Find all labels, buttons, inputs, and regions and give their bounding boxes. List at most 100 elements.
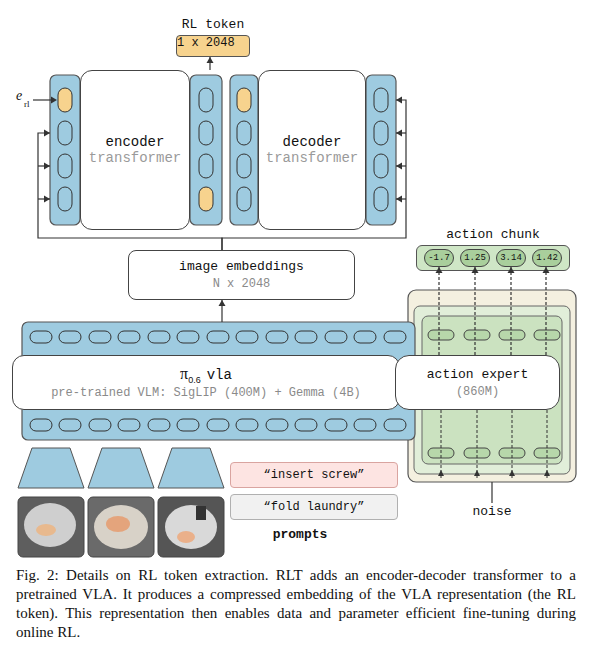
action-value: 1.25 [460, 249, 490, 267]
token-pill [374, 187, 388, 211]
camera-image-detail [36, 524, 56, 536]
action-value: -1.7 [424, 249, 454, 267]
action-value: 1.42 [532, 249, 562, 267]
model-title: π [180, 365, 188, 383]
arrow-head [396, 97, 402, 104]
camera-image [18, 497, 84, 557]
layer-pill [354, 419, 376, 431]
denoise-path [512, 410, 513, 478]
token-pill [58, 154, 72, 178]
layer-pill [118, 331, 140, 343]
camera-image-detail [106, 516, 130, 532]
layer-pill [428, 330, 454, 340]
layer-pill [266, 331, 288, 343]
denoise-path [441, 410, 442, 478]
node-text: image embeddings [179, 259, 304, 274]
transformer-body: encodertransformer [80, 70, 190, 230]
input-wire [33, 99, 52, 100]
chunk-bar: action chunk-1.71.253.141.42 [416, 245, 570, 271]
layer-pill [148, 419, 170, 431]
layer-pill [207, 419, 229, 431]
layer-pill [534, 330, 560, 340]
camera-image-detail [24, 503, 76, 547]
token-pill [237, 121, 251, 145]
layer-pill [325, 419, 347, 431]
token-pill [374, 121, 388, 145]
token-pill [374, 154, 388, 178]
embedding-box: image embeddingsN x 2048 [128, 250, 355, 300]
token-pill [237, 154, 251, 178]
connector [472, 267, 479, 355]
arrow-head [396, 196, 402, 203]
node-text: action expert [427, 367, 528, 382]
layer-pill [89, 419, 111, 431]
token-pill [237, 187, 251, 211]
transformer-block: encodertransformer [50, 70, 222, 230]
layer-pill [266, 419, 288, 431]
model-title: vla [207, 367, 232, 383]
denoise-path [477, 410, 478, 478]
annotation-label: prompts [250, 527, 350, 542]
token-strip [230, 75, 258, 225]
connector-line [474, 267, 475, 355]
layer-pill [295, 331, 317, 343]
token-pill [374, 88, 388, 112]
box-heading: RL token [137, 17, 289, 32]
arrow-head [219, 300, 226, 306]
node-text: 1.25 [464, 253, 486, 263]
layer-pill [177, 419, 199, 431]
arrow-head [544, 470, 550, 476]
node-text: 1 x 2048 [177, 36, 249, 50]
layer-pill [464, 330, 490, 340]
token-pill [58, 88, 72, 112]
annotation-label: e [16, 88, 22, 104]
connector [436, 267, 443, 355]
vla-model: π0.6 vla pre-trained VLM: SigLIP (400M) + … [12, 322, 415, 440]
token-pill [58, 187, 72, 211]
connector [207, 57, 214, 70]
token-pill [199, 121, 213, 145]
camera-image [158, 497, 224, 557]
arrow-head [474, 470, 480, 476]
connector [543, 267, 550, 355]
token-strip [366, 75, 396, 225]
camera-frustum [88, 448, 154, 488]
layer-pill [89, 331, 111, 343]
model-title: 0.6 [188, 375, 201, 385]
layer-pill [295, 419, 317, 431]
node-text: encoder [106, 134, 165, 150]
layer-pill [325, 331, 347, 343]
layer-pill [384, 419, 406, 431]
arrow-head [44, 130, 50, 137]
arrow-head [396, 163, 402, 170]
node-text: (860M) [456, 385, 499, 399]
token-box: RL token1 x 2048 [176, 35, 250, 57]
node-text: -1.7 [428, 253, 450, 263]
camera-image [88, 497, 154, 557]
token-pill [199, 88, 213, 112]
connector [508, 267, 515, 355]
node-text: transformer [266, 150, 358, 166]
node-text: pre-trained VLM: SigLIP (400M) + Gemma (… [51, 386, 361, 400]
arrow-head [44, 163, 50, 170]
connector-line [396, 198, 406, 199]
connector-line [438, 267, 439, 355]
connector-line [396, 165, 406, 166]
camera-frustum [158, 448, 224, 488]
transformer-body: π0.6 vla pre-trained VLM: SigLIP (400M) + … [12, 355, 400, 410]
layer-pill [59, 419, 81, 431]
arrow-head [396, 130, 402, 137]
noise-wire [491, 482, 492, 503]
arrow-head [207, 57, 214, 63]
arrow-head [438, 470, 444, 476]
connector-line [545, 267, 546, 355]
title-line: π0.6 vla [180, 365, 232, 383]
layer-pill [354, 331, 376, 343]
prompt-box: “fold laundry” [230, 494, 398, 520]
figure-caption: Fig. 2: Details on RL token extraction. … [16, 566, 576, 642]
box-heading: action chunk [377, 227, 590, 242]
token-strip [190, 75, 222, 225]
denoise-path [547, 410, 548, 478]
node-text: 3.14 [500, 253, 522, 263]
